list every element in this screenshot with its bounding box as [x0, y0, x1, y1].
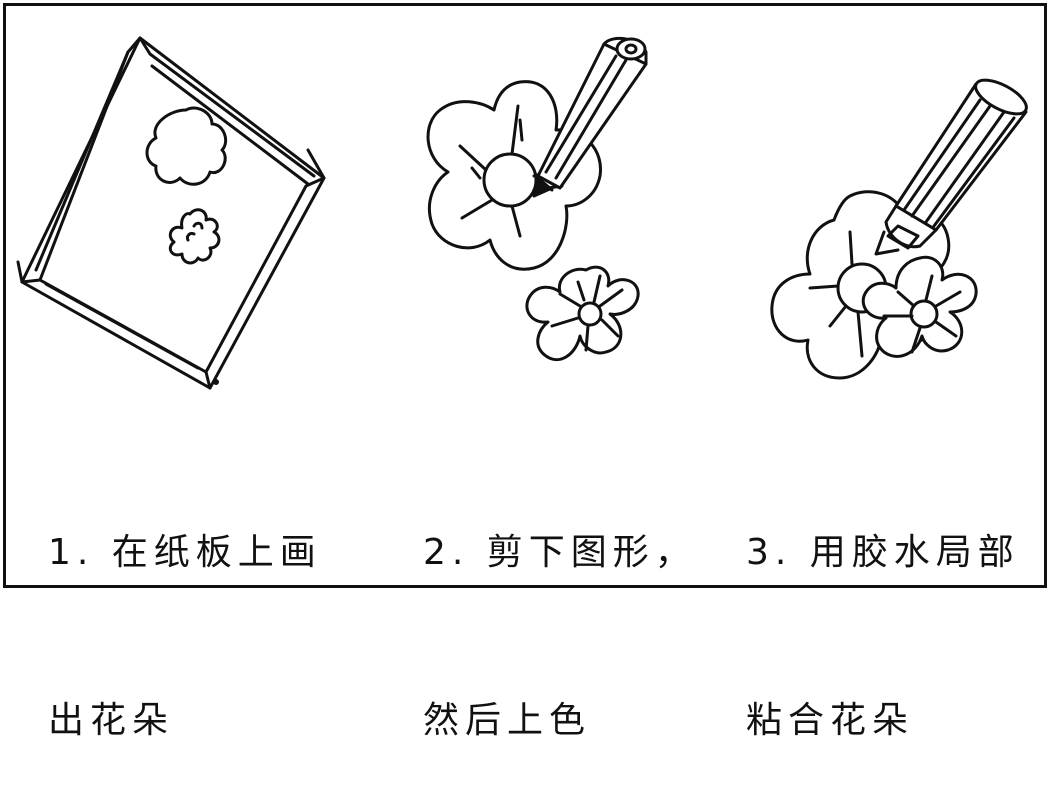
step-2-line-1: 2. 剪下图形，	[423, 532, 697, 573]
step-2-line-2: 然后上色	[423, 700, 592, 741]
step-3-line-2: 粘合花朵	[746, 700, 915, 741]
step-1-caption: 1. 在纸板上画 出花朵	[48, 413, 358, 805]
step-1-line-1: 1. 在纸板上画	[48, 532, 322, 573]
step-3-caption: 3. 用胶水局部 粘合花朵	[746, 413, 1056, 805]
step-3-line-1: 3. 用胶水局部	[746, 532, 1020, 573]
glue-stick-icon	[876, 73, 1031, 254]
illustration-step-3	[0, 0, 1056, 596]
step-2-caption: 2. 剪下图形， 然后上色	[423, 413, 733, 805]
illustration-step-1	[0, 0, 1056, 596]
flower-outline-1	[147, 108, 226, 184]
flower-outline-2	[170, 210, 219, 263]
pencil-icon	[534, 38, 646, 196]
step-1-line-2: 出花朵	[48, 700, 175, 741]
illustration-step-2	[0, 0, 1056, 596]
